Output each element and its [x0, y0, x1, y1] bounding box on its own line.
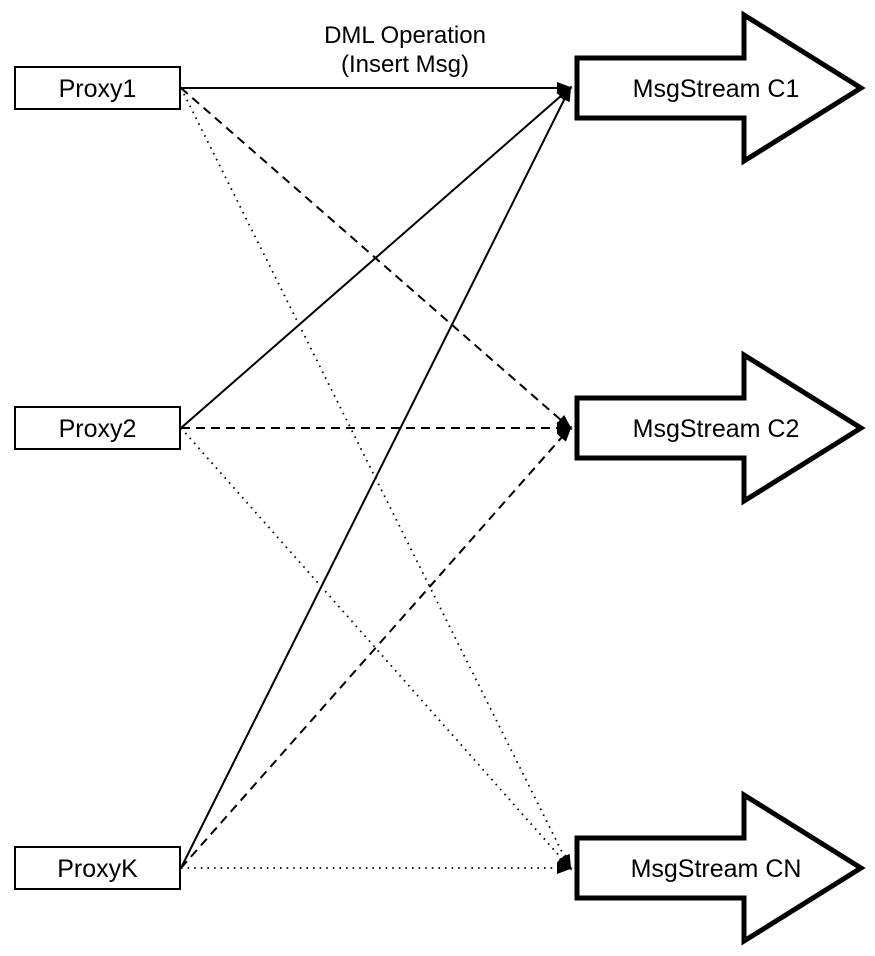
edges-layer [180, 82, 573, 874]
proxy-node-proxy2: Proxy2 [14, 406, 181, 450]
edge-proxyk-c2-dashed [180, 425, 572, 869]
arrow-right-shape [574, 350, 866, 506]
proxy-box [14, 406, 181, 450]
edge-proxy2-cn-dotted [180, 427, 572, 871]
arrow-right-shape [574, 790, 866, 946]
msgstream-label: MsgStream C1 [633, 75, 800, 103]
msgstream-label: MsgStream CN [631, 855, 802, 883]
proxy-box [14, 846, 181, 890]
msgstream-arrow-cn: MsgStream CN [574, 790, 866, 946]
proxy-label: ProxyK [57, 855, 138, 883]
proxy-node-proxyk: ProxyK [14, 846, 181, 890]
arrow-right-shape [574, 10, 866, 166]
msgstream-arrow-c2: MsgStream C2 [574, 350, 866, 506]
edge-proxy2-c1-solid [180, 86, 573, 429]
proxy-label: Proxy2 [59, 415, 137, 443]
edge-proxyk-c1-solid [180, 85, 572, 869]
proxy-node-proxy1: Proxy1 [14, 66, 181, 110]
proxy-box [14, 66, 181, 110]
dml-operation-label-line2: (Insert Msg) [341, 51, 469, 78]
msgstream-arrow-c1: MsgStream C1 [574, 10, 866, 166]
msgstream-label: MsgStream C2 [633, 415, 800, 443]
dml-operation-label-line1: DML Operation [324, 22, 486, 49]
proxy-label: Proxy1 [59, 75, 137, 103]
